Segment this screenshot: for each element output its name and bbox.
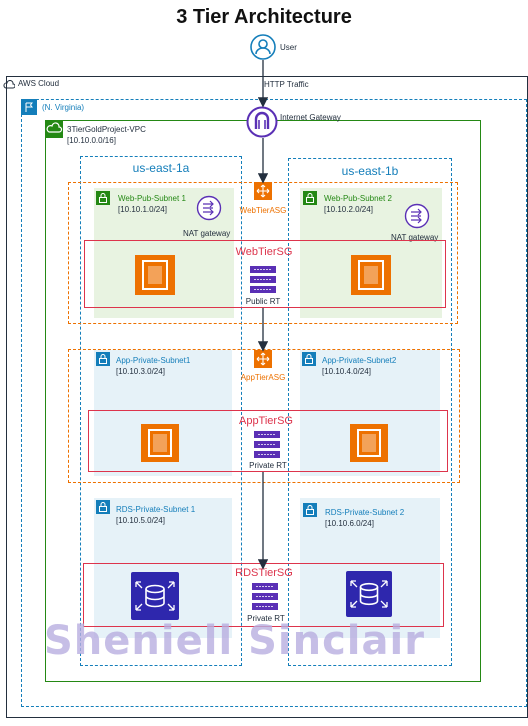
lock-icon xyxy=(96,191,110,205)
http-traffic-label: HTTP Traffic xyxy=(264,80,309,89)
app-tier-sg-label: AppTierSG xyxy=(238,415,293,427)
author-watermark: Sheniell Sinclair xyxy=(44,618,425,664)
az-1a-label: us-east-1a xyxy=(132,161,190,175)
az-1b xyxy=(288,158,452,666)
web-subnet-1-cidr: [10.10.1.0/24] xyxy=(118,205,167,214)
lock-icon xyxy=(302,352,316,366)
app-private-rt-label: Private RT xyxy=(249,461,287,470)
ec2-instance-icon[interactable] xyxy=(351,255,391,300)
web-subnet-2-cidr: [10.10.2.0/24] xyxy=(324,205,373,214)
user-icon[interactable] xyxy=(250,34,276,65)
nat-gateway-1-label: NAT gateway xyxy=(183,229,231,238)
lock-icon xyxy=(96,500,110,514)
lock-icon xyxy=(303,191,317,205)
lock-icon xyxy=(96,352,110,366)
web-tier-sg-label: WebTierSG xyxy=(235,246,293,258)
app-subnet-1-cidr: [10.10.3.0/24] xyxy=(116,367,165,376)
region-flag-icon xyxy=(21,99,37,115)
rds-subnet-1-name: RDS-Private-Subnet 1 xyxy=(116,505,196,514)
az-1a xyxy=(80,156,242,666)
route-table-icon[interactable] xyxy=(252,583,278,616)
rds-subnet-2-cidr: [10.10.6.0/24] xyxy=(325,519,374,528)
aws-cloud-label: AWS Cloud xyxy=(18,79,60,88)
web-subnet-1-name: Web-Pub-Subnet 1 xyxy=(118,194,186,203)
vpc-name: 3TierGoldProject-VPC xyxy=(67,125,146,134)
web-public-rt-label: Public RT xyxy=(245,297,281,306)
rds-subnet-2-name: RDS-Private-Subnet 2 xyxy=(325,508,405,517)
app-tier-asg-label: AppTierASG xyxy=(240,373,286,382)
route-table-icon[interactable] xyxy=(250,266,276,299)
nat-gateway-icon[interactable] xyxy=(404,203,430,234)
vpc-cidr: [10.10.0.0/16] xyxy=(67,136,116,145)
internet-gateway-label: Internet Gateway xyxy=(280,113,341,122)
app-subnet-2-cidr: [10.10.4.0/24] xyxy=(322,367,371,376)
region-group xyxy=(21,99,527,707)
az-1b-label: us-east-1b xyxy=(341,164,399,178)
app-tier-sg xyxy=(88,410,448,472)
user-label: User xyxy=(280,43,297,52)
rds-database-icon[interactable] xyxy=(131,572,179,625)
nat-gateway-2-label: NAT gateway xyxy=(391,233,439,242)
vpc-cloud-icon xyxy=(45,120,63,138)
ec2-instance-icon[interactable] xyxy=(350,424,388,467)
lock-icon xyxy=(303,503,317,517)
ec2-instance-icon[interactable] xyxy=(141,424,179,467)
web-tier-sg xyxy=(84,240,446,308)
web-tier-asg-label: WebTierASG xyxy=(239,206,287,215)
nat-gateway-icon[interactable] xyxy=(196,195,222,226)
app-subnet-2-name: App-Private-Subnet2 xyxy=(322,356,397,365)
rds-subnet-1-cidr: [10.10.5.0/24] xyxy=(116,516,165,525)
auto-scaling-icon[interactable] xyxy=(254,350,272,368)
auto-scaling-icon[interactable] xyxy=(254,182,272,200)
web-subnet-2-name: Web-Pub-Subnet 2 xyxy=(324,194,392,203)
cloud-icon xyxy=(3,77,16,95)
region-label: (N. Virginia) xyxy=(42,103,85,112)
rds-tier-sg-label: RDSTierSG xyxy=(235,567,293,579)
route-table-icon[interactable] xyxy=(254,431,280,464)
app-subnet-1-name: App-Private-Subnet1 xyxy=(116,356,191,365)
diagram-title: 3 Tier Architecture xyxy=(176,6,352,28)
ec2-instance-icon[interactable] xyxy=(135,255,175,300)
rds-database-icon[interactable] xyxy=(346,571,392,622)
db-private-rt-label: Private RT xyxy=(247,614,285,623)
